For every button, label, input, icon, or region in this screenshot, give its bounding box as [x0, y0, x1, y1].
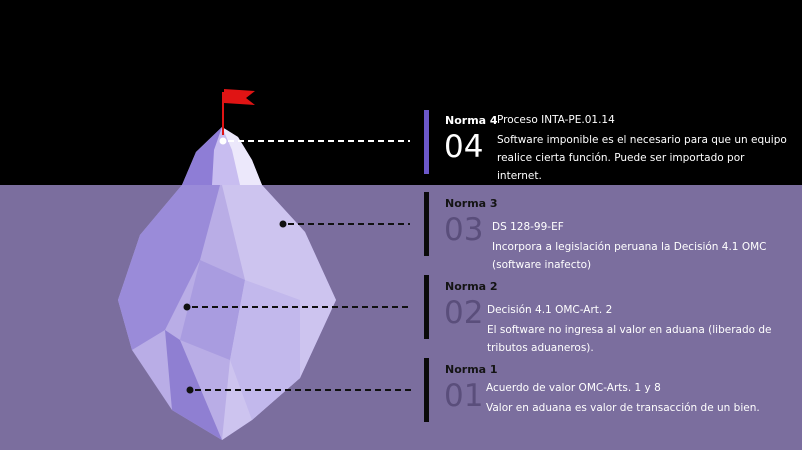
rule-norma-4 — [424, 110, 429, 174]
norma-2-label: Norma 2 — [445, 280, 498, 293]
connector-norma-2 — [183, 303, 412, 311]
norma-1-label: Norma 1 — [445, 363, 498, 376]
connector-norma-1 — [186, 386, 412, 394]
rule-norma-2 — [424, 275, 429, 339]
iceberg-underwater — [118, 185, 336, 440]
rule-norma-1 — [424, 358, 429, 422]
connector-norma-3 — [279, 220, 410, 228]
norma-1-description: Valor en aduana es valor de transacción … — [486, 402, 760, 414]
norma-1-number: 01 — [444, 378, 484, 414]
rule-norma-3 — [424, 192, 429, 256]
connector-norma-4 — [219, 137, 410, 145]
norma-4-description: Software imponible es el necesario para … — [497, 134, 787, 182]
norma-4-label: Norma 4 — [445, 114, 498, 127]
norma-3-label: Norma 3 — [445, 197, 498, 210]
norma-2-description: El software no ingresa al valor en aduan… — [487, 324, 772, 354]
norma-2-number: 02 — [444, 295, 484, 331]
norma-4-number: 04 — [444, 129, 484, 165]
norma-2-title: Decisión 4.1 OMC-Art. 2 — [487, 304, 613, 316]
iceberg-tip — [182, 127, 262, 185]
flag-icon — [222, 89, 255, 135]
norma-4-title: Proceso INTA-PE.01.14 — [497, 114, 615, 126]
norma-3-description: Incorpora a legislación peruana la Decis… — [492, 241, 767, 271]
norma-3-number: 03 — [444, 212, 484, 248]
norma-3-title: DS 128-99-EF — [492, 221, 564, 233]
norma-1-title: Acuerdo de valor OMC-Arts. 1 y 8 — [486, 382, 661, 394]
